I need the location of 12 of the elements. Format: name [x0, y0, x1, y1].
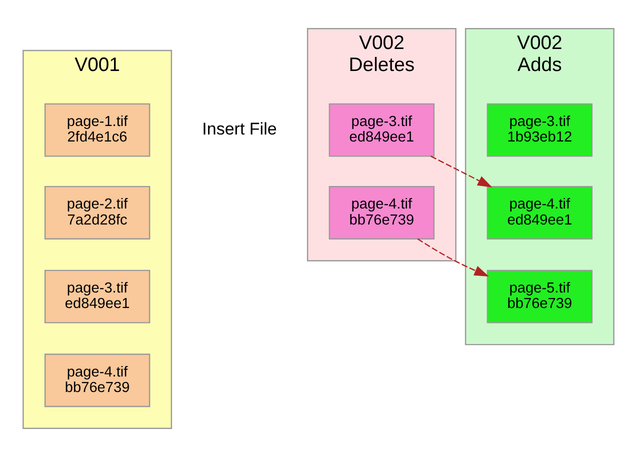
label: Insert File: [202, 120, 277, 139]
node-box: page-4.tif bb76e739: [44, 354, 150, 408]
node-box: page-3.tif ed849ee1: [328, 103, 435, 157]
node-box: page-5.tif bb76e739: [486, 270, 593, 324]
node-box: page-3.tif 1b93eb12: [486, 103, 593, 157]
arrow: [417, 238, 489, 276]
node-box: page-4.tif ed849ee1: [486, 186, 593, 240]
node-box: page-3.tif ed849ee1: [44, 270, 150, 324]
arrow: [430, 156, 492, 188]
node-box: page-4.tif bb76e739: [328, 186, 435, 240]
node-box: page-1.tif 2fd4e1c6: [44, 103, 150, 157]
node-box: page-2.tif 7a2d28fc: [44, 186, 150, 240]
